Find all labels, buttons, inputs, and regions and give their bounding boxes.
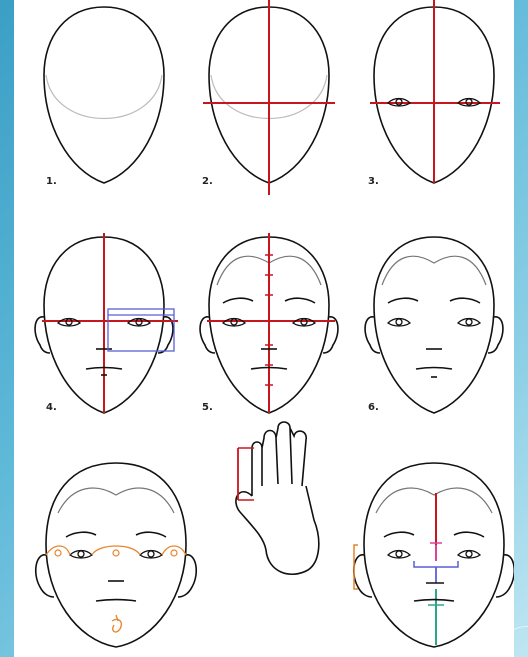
step-number-6: 6. bbox=[368, 402, 379, 413]
step-number-5: 5. bbox=[202, 402, 213, 413]
hand-measure bbox=[236, 422, 319, 574]
step-6-face bbox=[365, 237, 503, 413]
face-drawing-steps bbox=[14, 0, 514, 657]
step-5-face bbox=[200, 233, 338, 413]
step-3-face bbox=[370, 0, 500, 183]
step-1-face bbox=[44, 7, 164, 183]
tutorial-sheet: 1. 2. 3. 4. 5. 6. bbox=[14, 0, 514, 657]
step-number-1: 1. bbox=[46, 176, 57, 187]
step-2-face bbox=[203, 0, 335, 195]
step-number-4: 4. bbox=[46, 402, 57, 413]
eye-spacing-face bbox=[36, 463, 197, 647]
step-number-3: 3. bbox=[368, 176, 379, 187]
step-number-2: 2. bbox=[202, 176, 213, 187]
measurement-face bbox=[354, 463, 514, 647]
step-4-face bbox=[35, 233, 178, 413]
